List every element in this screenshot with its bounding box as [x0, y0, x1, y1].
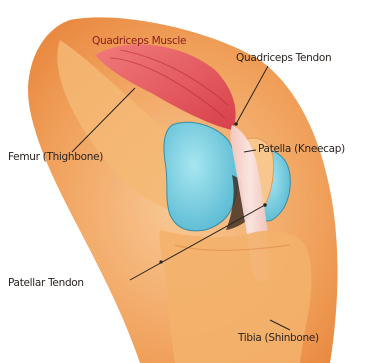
label-quadriceps-muscle: Quadriceps Muscle	[92, 36, 186, 47]
label-quadriceps-tendon: Quadriceps Tendon	[236, 53, 331, 64]
label-tibia: Tibia (Shinbone)	[238, 333, 319, 344]
label-patellar-tendon: Patellar Tendon	[8, 278, 84, 289]
femoral-cartilage	[164, 122, 238, 231]
label-femur: Femur (Thighbone)	[8, 152, 103, 163]
label-patella: Patella (Kneecap)	[258, 144, 345, 155]
